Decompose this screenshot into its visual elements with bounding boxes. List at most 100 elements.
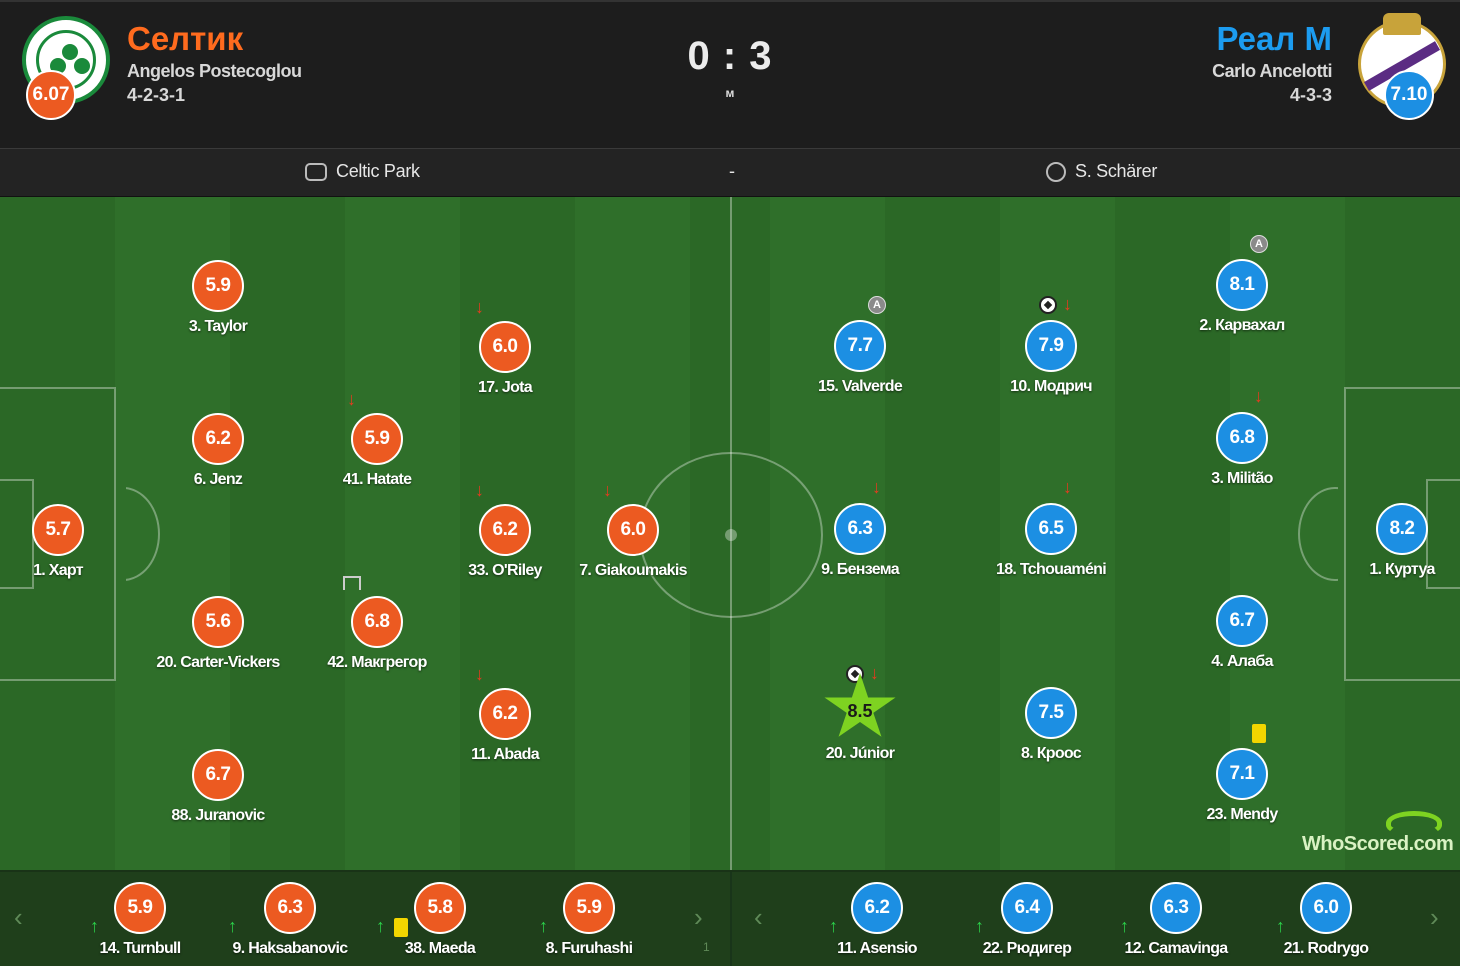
home-bench-next-button[interactable]: › [694,902,703,932]
bench-player-card[interactable]: ↑ 6.4 22. Рюдигер [947,880,1107,966]
away-manager: Carlo Ancelotti [1212,61,1332,81]
subbed-off-icon: ↓ [870,663,879,683]
bench-player-card[interactable]: ↑ 6.3 9. Haksabanovic [210,880,370,966]
subbed-off-icon: ↓ [475,664,484,684]
home-bench-page-indicator: 1 [703,940,710,954]
player-card[interactable]: ↓ 6.0 7. Giakoumakis [553,480,713,584]
player-card[interactable]: ↓ 7.9 10. Модрич [971,294,1131,400]
attendance-info: - [729,161,735,182]
player-card[interactable]: 6.7 88. Juranovic [138,749,298,829]
player-rating: 6.5 [1025,503,1077,555]
player-rating: 6.0 [1300,882,1352,934]
player-name: 20. Carter-Vickers [156,654,280,671]
subbed-off-icon: ↓ [475,297,484,317]
player-card[interactable]: ↓ 5.9 41. Hatate [297,389,457,493]
bench-player-card[interactable]: ↑ 6.3 12. Camavinga [1096,880,1256,966]
player-name: 12. Camavinga [1124,940,1229,957]
player-rating: 6.2 [851,882,903,934]
player-card[interactable]: A 7.7 15. Valverde [780,296,940,400]
player-card[interactable]: 7.5 8. Кроос [971,687,1131,767]
player-rating: 7.5 [1025,687,1077,739]
player-card[interactable]: ↓ 8.5 20. Júnior [780,663,940,767]
bench-player-card[interactable]: ↑ 5.9 14. Turnbull [60,880,220,966]
player-rating: 5.9 [192,260,244,312]
home-team-name[interactable]: Селтик [127,20,244,57]
player-rating: 6.2 [479,688,531,740]
player-name: 17. Jota [478,379,533,396]
subbed-on-icon: ↑ [539,916,548,936]
watermark-tld: .com [1408,833,1454,855]
subbed-off-icon: ↓ [347,389,356,409]
player-rating: 6.7 [192,749,244,801]
player-name: 15. Valverde [817,378,903,395]
player-name: 11. Asensio [837,940,917,957]
player-name: 6. Jenz [193,471,243,488]
player-name: 10. Модрич [1010,378,1092,395]
away-bench-prev-button[interactable]: ‹ [754,902,763,932]
player-name: 20. Júnior [825,745,895,762]
away-formation: 4-3-3 [1289,85,1332,105]
player-rating: 6.3 [1150,882,1202,934]
player-card[interactable]: 5.6 20. Carter-Vickers [138,596,298,676]
venue-name: Celtic Park [336,161,420,181]
player-rating: 6.7 [1216,595,1268,647]
player-rating: 7.1 [1216,748,1268,800]
player-name: 14. Turnbull [99,940,181,957]
player-name: 23. Mendy [1206,806,1278,823]
player-rating: 5.8 [414,882,466,934]
player-card[interactable]: ↓ 6.3 9. Бензема [780,477,940,583]
match-info-bar: Celtic Park - S. Schärer [0,148,1460,197]
player-card[interactable]: 7.1 23. Mendy [1162,724,1322,828]
home-bench-prev-button[interactable]: ‹ [14,902,23,932]
subbed-off-icon: ↓ [1063,477,1072,497]
away-team-name[interactable]: Реал М [1216,20,1332,57]
player-card[interactable]: 5.9 3. Taylor [138,260,298,340]
player-rating: 6.4 [1001,882,1053,934]
center-spot [725,529,737,541]
player-rating: 6.0 [607,504,659,556]
captain-badge: A [1250,235,1268,253]
match-status: м [725,86,735,100]
player-rating: 6.2 [479,504,531,556]
subbed-on-icon: ↑ [1120,916,1129,936]
bench-player-card[interactable]: ↑ 6.0 21. Rodrygo [1246,880,1406,966]
bench-player-card[interactable]: ↑ 5.9 8. Furuhashi [509,880,669,966]
match-score: 0 : 3 [687,34,773,78]
home-formation: 4-2-3-1 [127,85,186,105]
bench-player-card[interactable]: ↑ 5.8 38. Maeda [360,880,520,966]
player-rating: 6.0 [479,321,531,373]
home-manager: Angelos Postecoglou [127,61,302,81]
away-bench-next-button[interactable]: › [1430,902,1439,932]
player-rating: 6.8 [1216,412,1268,464]
player-name: 8. Furuhashi [545,940,633,957]
player-name: 21. Rodrygo [1283,940,1369,957]
player-card[interactable]: A 8.1 2. Карвахал [1162,235,1322,339]
player-card[interactable]: ↓ 6.8 3. Militão [1162,386,1322,492]
match-header: 6.07 Селтик Angelos Postecoglou 4-2-3-1 … [0,0,1460,148]
bench-player-card[interactable]: ↑ 6.2 11. Asensio [797,880,957,966]
player-rating: 6.2 [192,413,244,465]
player-card[interactable]: ↓ 6.2 33. O'Riley [425,480,585,584]
player-rating: 7.7 [834,320,886,372]
player-card[interactable]: ↓ 6.2 11. Abada [425,664,585,768]
player-rating: 7.9 [1025,320,1077,372]
player-rating: 8.2 [1376,503,1428,555]
player-name: 9. Бензема [821,561,900,578]
player-card[interactable]: ↓ 6.5 18. Tchouaméni [971,477,1131,583]
player-card[interactable]: 6.7 4. Алаба [1162,595,1322,675]
player-card[interactable]: 6.8 42. Макгрегор [297,576,457,676]
player-card[interactable]: 8.2 1. Куртуа [1322,503,1460,583]
player-rating: 6.8 [351,596,403,648]
away-penalty-box [1344,387,1460,681]
player-rating: 6.3 [834,503,886,555]
player-card[interactable]: 5.7 1. Харт [0,504,138,584]
home-team-rating: 6.07 [26,70,76,120]
stadium-icon [305,162,327,181]
player-name: 3. Taylor [188,318,248,335]
player-card[interactable]: 6.2 6. Jenz [138,413,298,493]
player-name: 38. Maeda [404,940,476,957]
player-card[interactable]: ↓ 6.0 17. Jota [425,297,585,401]
subbed-off-icon: ↓ [872,477,881,497]
player-name: 22. Рюдигер [982,940,1072,957]
goal-ball-icon [1039,296,1057,314]
